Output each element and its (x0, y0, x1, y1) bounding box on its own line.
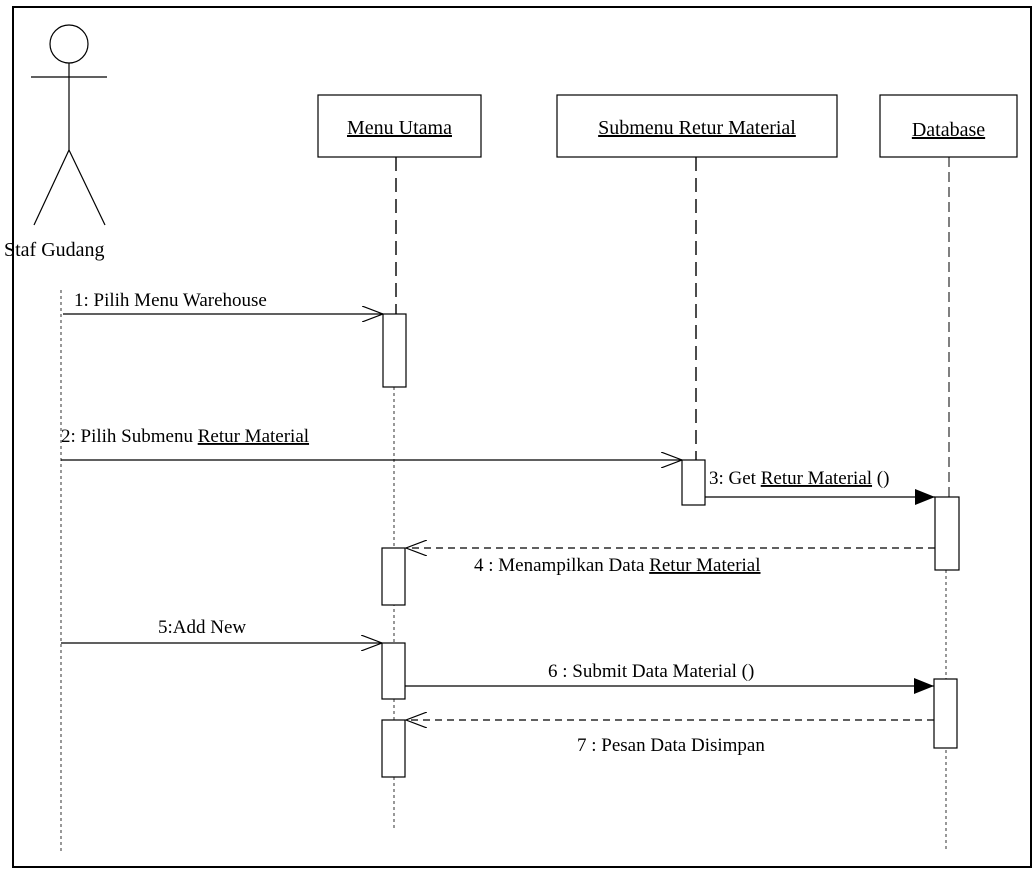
message-5-label: 5:Add New (158, 617, 246, 638)
activation-menu-4 (381, 719, 406, 778)
message-7-label: 7 : Pesan Data Disimpan (577, 735, 765, 756)
diagram-frame (12, 6, 1032, 868)
object-label-submenu-retur-material: Submenu Retur Material (598, 117, 796, 139)
message-6-label: 6 : Submit Data Material () (548, 661, 754, 682)
activation-menu-3 (381, 642, 406, 700)
activation-database-1 (934, 496, 960, 571)
message-4-label: 4 : Menampilkan Data Retur Material (474, 555, 761, 576)
message-1-label: 1: Pilih Menu Warehouse (74, 290, 267, 311)
activation-submenu (681, 459, 706, 506)
activation-menu-2 (381, 547, 406, 606)
activation-database-2 (933, 678, 958, 749)
actor-label: Staf Gudang (4, 239, 105, 261)
object-submenu-retur-material: Submenu Retur Material (556, 94, 838, 158)
activation-menu-1 (382, 313, 407, 388)
object-label-database: Database (912, 119, 985, 141)
message-3-label: 3: Get Retur Material () (709, 468, 889, 489)
object-label-menu-utama: Menu Utama (347, 117, 452, 139)
actor-icon (31, 24, 107, 226)
object-menu-utama: Menu Utama (317, 94, 482, 158)
object-database: Database (879, 94, 1018, 158)
message-2-label: 2: Pilih Submenu Retur Material (61, 426, 309, 447)
